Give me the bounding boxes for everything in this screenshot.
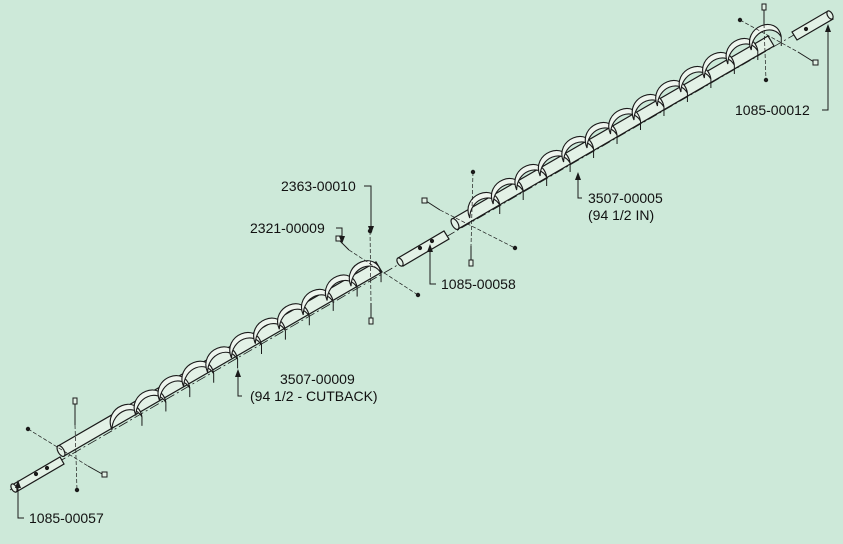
flight-segment xyxy=(277,303,310,330)
flight-segment xyxy=(253,317,286,344)
part-number: 2321-00009 xyxy=(250,220,325,236)
flight-segment xyxy=(348,260,382,287)
part-description: (94 1/2 - CUTBACK) xyxy=(250,388,378,404)
leader-arrowheads xyxy=(15,24,831,488)
flight-segment xyxy=(157,375,191,402)
lower-auger-tube xyxy=(56,261,383,458)
callout-2363-00010: 2363-00010 xyxy=(281,178,356,195)
leader-lines xyxy=(17,30,829,519)
flight-segment xyxy=(490,178,524,205)
flight-segment xyxy=(324,274,358,301)
part-number: 1085-00058 xyxy=(441,276,516,292)
callout-1085-00012: 1085-00012 xyxy=(735,102,810,119)
upper-auger-tube xyxy=(450,35,775,231)
flight-segment xyxy=(300,288,334,316)
flight-segment xyxy=(181,360,215,387)
stub-shaft-1085-00012 xyxy=(791,10,834,41)
flight-segment xyxy=(205,346,239,373)
flight-segment xyxy=(133,389,167,416)
hardware-dash-lines xyxy=(27,19,799,491)
part-number: 2363-00010 xyxy=(281,178,356,194)
callout-1085-00058: 1085-00058 xyxy=(441,276,516,293)
part-description: (94 1/2 IN) xyxy=(588,207,655,223)
flight-segment xyxy=(702,52,735,79)
callout-2321-00009: 2321-00009 xyxy=(250,220,325,237)
lower-auger-flighting xyxy=(109,260,382,431)
flight-segment xyxy=(467,192,501,219)
bolts xyxy=(72,3,819,478)
coupling-shaft-1085-00058 xyxy=(396,230,450,267)
part-number: 3507-00009 xyxy=(280,371,355,387)
flight-segment xyxy=(109,403,143,431)
upper-auger-flighting xyxy=(467,24,782,219)
flight-segment xyxy=(655,80,688,107)
flight-segment xyxy=(561,136,595,163)
part-number: 1085-00057 xyxy=(29,510,104,526)
nuts xyxy=(25,17,769,493)
callout-1085-00057: 1085-00057 xyxy=(29,510,104,527)
stub-shaft-1085-00057 xyxy=(10,456,65,493)
flight-segment xyxy=(749,24,782,51)
part-number: 3507-00005 xyxy=(588,190,663,206)
flight-segment xyxy=(725,38,759,65)
flight-segment xyxy=(537,150,571,177)
flight-segment xyxy=(229,332,263,359)
part-number: 1085-00012 xyxy=(735,102,810,118)
flight-segment xyxy=(584,122,618,149)
flight-segment xyxy=(514,164,548,191)
callout-3507-00005: 3507-00005 (94 1/2 IN) xyxy=(588,190,663,224)
flight-segment xyxy=(608,108,642,135)
flight-segment xyxy=(631,94,665,121)
callout-3507-00009: 3507-00009 (94 1/2 - CUTBACK) xyxy=(250,371,378,405)
flight-segment xyxy=(678,66,712,93)
